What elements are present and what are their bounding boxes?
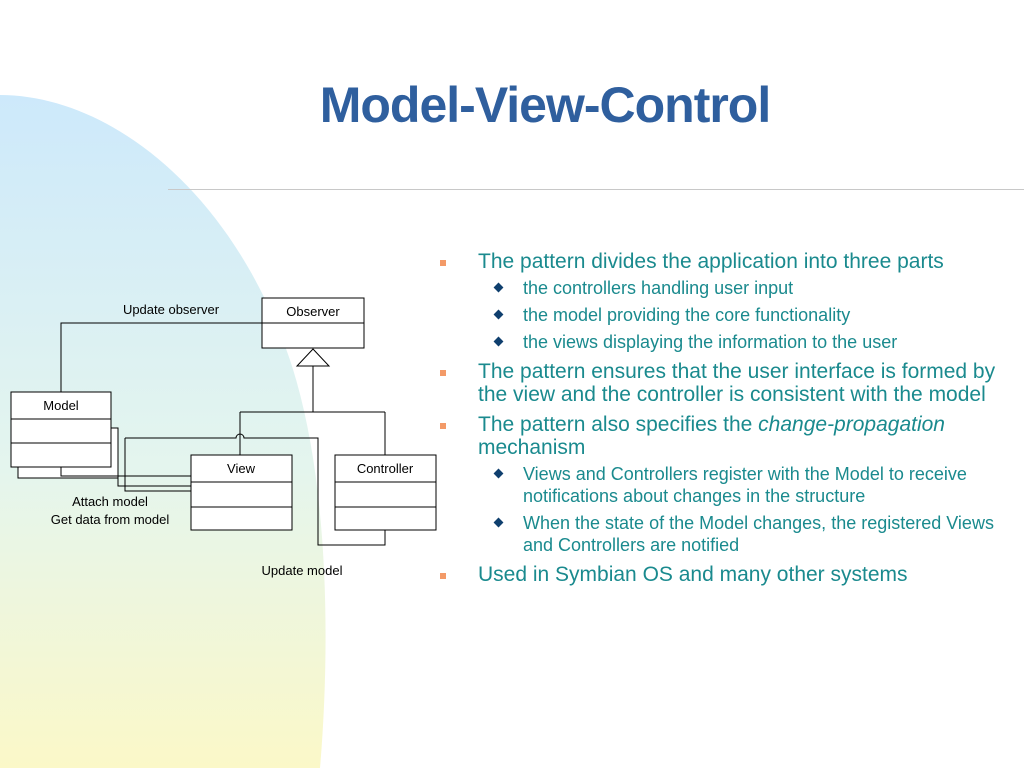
bullet-text: The pattern divides the application into… — [478, 250, 944, 273]
diamond-bullet-icon — [493, 336, 504, 347]
sub-bullet-list: Views and Controllers register with the … — [478, 463, 1012, 556]
sub-bullet-item: the controllers handling user input — [478, 277, 1012, 299]
bullet-item: Used in Symbian OS and many other system… — [436, 563, 1012, 586]
bullet-text-before: The pattern also specifies the — [478, 413, 759, 436]
sub-bullet-text: When the state of the Model changes, the… — [523, 513, 994, 555]
diamond-bullet-icon — [493, 309, 504, 320]
diamond-bullet-icon — [493, 282, 504, 293]
sub-bullet-item: Views and Controllers register with the … — [478, 463, 1012, 507]
sub-bullet-item: the views displaying the information to … — [478, 331, 1012, 353]
bullet-text: The pattern ensures that the user interf… — [478, 360, 996, 406]
sub-bullet-text: the model providing the core functionali… — [523, 305, 851, 325]
sub-bullet-text: Views and Controllers register with the … — [523, 464, 967, 506]
bullet-text-italic: change-propagation — [758, 413, 945, 436]
model-label: Model — [43, 398, 79, 413]
attach-model-label: Attach model — [72, 494, 148, 509]
bullet-text-after: mechanism — [478, 436, 586, 459]
square-bullet-icon — [440, 423, 446, 429]
inheritance-triangle — [295, 348, 331, 367]
diamond-bullet-icon — [493, 468, 504, 479]
square-bullet-icon — [440, 370, 446, 376]
sub-bullet-text: the controllers handling user input — [523, 278, 794, 298]
controller-class-box — [334, 454, 437, 531]
update-observer-line — [60, 322, 262, 392]
sub-bullet-text: the views displaying the information to … — [523, 332, 898, 352]
page-title: Model-View-Control — [319, 77, 772, 133]
update-observer-label: Update observer — [123, 302, 220, 317]
observer-label: Observer — [286, 304, 340, 319]
get-data-label: Get data from model — [51, 512, 170, 527]
update-model-label: Update model — [262, 563, 343, 578]
bullet-text: Used in Symbian OS and many other system… — [478, 563, 908, 586]
model-shadow-connector — [117, 428, 191, 487]
diamond-bullet-icon — [493, 517, 504, 528]
view-label: View — [227, 461, 256, 476]
get-data-line — [124, 438, 191, 492]
title-divider — [168, 189, 1024, 190]
controller-label: Controller — [357, 461, 414, 476]
sub-bullet-list: the controllers handling user input the … — [478, 277, 1012, 353]
sub-bullet-item: When the state of the Model changes, the… — [478, 512, 1012, 556]
view-class-box — [190, 454, 293, 531]
bullet-item: The pattern also specifies the change-pr… — [436, 413, 1012, 556]
bullet-item: The pattern divides the application into… — [436, 250, 1012, 353]
update-model-line — [125, 433, 386, 546]
sub-bullet-item: the model providing the core functionali… — [478, 304, 1012, 326]
observer-class-box — [261, 297, 365, 349]
bullet-list: The pattern divides the application into… — [436, 250, 1012, 593]
attach-model-line — [60, 467, 191, 477]
bullet-item: The pattern ensures that the user interf… — [436, 360, 1012, 406]
square-bullet-icon — [440, 573, 446, 579]
square-bullet-icon — [440, 260, 446, 266]
